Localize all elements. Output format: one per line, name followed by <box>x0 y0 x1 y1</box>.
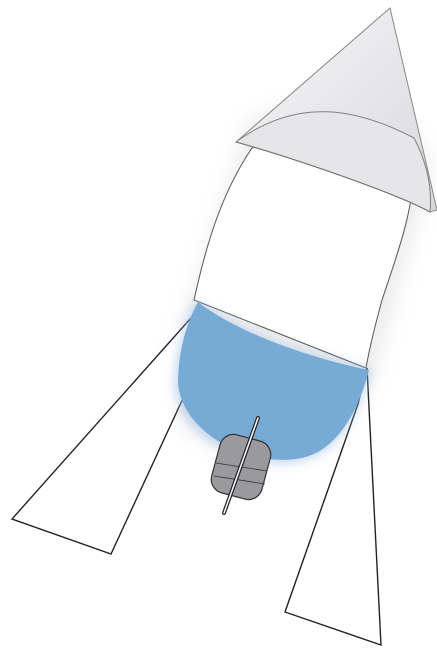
left-fin <box>12 318 191 554</box>
